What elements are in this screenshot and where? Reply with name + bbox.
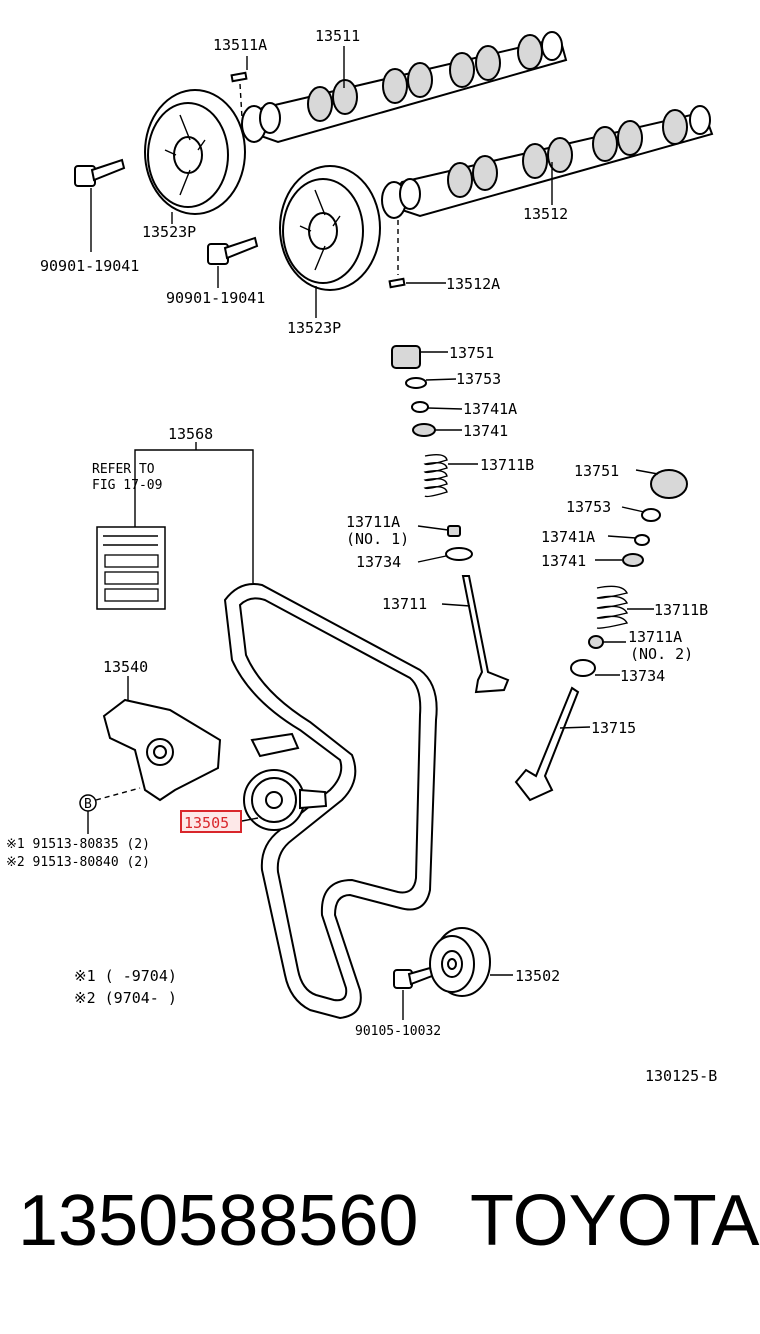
- label-no2: (NO. 2): [630, 645, 693, 663]
- idler-pulley-13502: [429, 927, 491, 997]
- label-13711: 13711: [382, 595, 427, 613]
- label-13751-b: 13751: [574, 462, 619, 480]
- tensioner-bracket-13540: [102, 698, 222, 802]
- note-2: ※2 (9704- ): [74, 989, 177, 1007]
- label-13711B-b: 13711B: [654, 601, 708, 619]
- valve-train-right: [514, 469, 688, 802]
- highlight-box: [180, 810, 242, 833]
- fig-ref-text: FIG 17-09: [92, 478, 162, 493]
- part-number: 1350588560: [18, 1181, 419, 1261]
- label-no1: (NO. 1): [346, 530, 409, 548]
- diagram-id: 130125-B: [645, 1067, 717, 1085]
- label-13512: 13512: [523, 205, 568, 223]
- label-13734-b: 13734: [620, 667, 665, 685]
- parts-diagram: B 13511A 13511 13523P 13512 90901-19041 …: [6, 27, 717, 1085]
- label-13711A-a: 13711A: [346, 513, 400, 531]
- bolt-note-2: ※2 91513-80840 (2): [6, 855, 150, 870]
- label-13741A-a: 13741A: [463, 400, 517, 418]
- label-13753-b: 13753: [566, 498, 611, 516]
- label-13568: 13568: [168, 425, 213, 443]
- label-13741-b: 13741: [541, 552, 586, 570]
- bolt-90901-b: [207, 236, 259, 265]
- label-13511A: 13511A: [213, 36, 267, 54]
- label-13715: 13715: [591, 719, 636, 737]
- bolt-90105: [393, 966, 434, 989]
- label-13741A-b: 13741A: [541, 528, 595, 546]
- label-13753-a: 13753: [456, 370, 501, 388]
- label-90105: 90105-10032: [355, 1024, 441, 1039]
- bolt-90901-a: [74, 158, 126, 187]
- camshaft-13512: [381, 105, 714, 219]
- label-13523P-b: 13523P: [287, 319, 341, 337]
- valve-train-left: [391, 345, 510, 694]
- label-13523P-a: 13523P: [142, 223, 196, 241]
- note-1: ※1 ( -9704): [74, 967, 177, 985]
- bolt-note-1: ※1 91513-80835 (2): [6, 837, 150, 852]
- label-13734-a: 13734: [356, 553, 401, 571]
- cam-pulley-1: [144, 89, 246, 215]
- label-90901-a: 90901-19041: [40, 257, 139, 275]
- label-13502: 13502: [515, 967, 560, 985]
- label-13751-a: 13751: [449, 344, 494, 362]
- label-13711A-b: 13711A: [628, 628, 682, 646]
- label-13512A: 13512A: [446, 275, 500, 293]
- label-13505[interactable]: 13505: [184, 814, 229, 832]
- bolt-marker-label: B: [84, 797, 92, 812]
- brand-name: TOYOTA: [470, 1181, 760, 1261]
- tensioner-pulley-13505: [243, 732, 328, 831]
- pin-13511A: [230, 71, 248, 83]
- refer-to-text: REFER TO: [92, 462, 155, 477]
- refer-to-icon: [96, 526, 166, 610]
- label-13540: 13540: [103, 658, 148, 676]
- pin-13512A: [388, 277, 406, 289]
- label-13511: 13511: [315, 27, 360, 45]
- label-90901-b: 90901-19041: [166, 289, 265, 307]
- bolt-marker-b: B: [79, 794, 97, 812]
- timing-belt-13568: [223, 583, 438, 1020]
- camshaft-13511: [241, 31, 568, 144]
- label-13741-a: 13741: [463, 422, 508, 440]
- label-13711B-a: 13711B: [480, 456, 534, 474]
- cam-pulley-2: [279, 165, 381, 291]
